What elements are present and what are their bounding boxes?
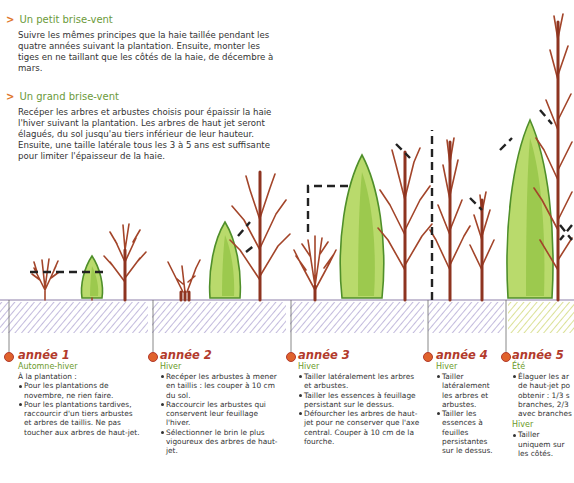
text-column: année 1Automne-hiverÀ la plantation :Pou… [18,349,140,437]
conifer-shade [90,138,544,296]
bullet-text: Pour les plantations de novembre, ne rie… [18,381,140,400]
bullet-dot [513,434,516,437]
timeline-dot [5,353,511,362]
season-label: Automne-hiver [18,362,140,372]
bullet-text: Pour les plantations tardives, raccourci… [18,400,140,437]
season-label: Hiver [160,362,278,372]
bullet-text: Raccourcir les arbustes qui conservent l… [160,400,278,428]
year-title: année 4 [436,349,500,362]
heading-text: Un petit brise-vent [19,14,112,25]
year-title: année 2 [160,349,278,362]
bullet-text: Tailler les essences à feuillage persist… [298,391,420,410]
year-title: année 1 [18,349,140,362]
bullet-dot [299,394,302,397]
bullet-dot [299,375,302,378]
bullet-dot [437,412,440,415]
bullet-text: Défourcher les arbres de haut-jet pour n… [298,409,420,446]
bullet-dot [513,375,516,378]
season-label: Hiver [298,362,420,372]
text-column: année 5ÉtéÉlaguer les ar de haut-jet po … [512,349,572,458]
bullet-dot [19,385,22,388]
season-label: Hiver [436,362,500,372]
section-heading: > Un petit brise-vent [6,8,280,27]
bullet-text: Sélectionner le brin le plus vigoureux d… [160,428,278,456]
bullet-text: Tailler latéralement les arbres et arbus… [298,372,420,391]
bullet-text: Élaguer les ar de haut-jet po obtenir : … [512,372,572,418]
bullet-text: Tailler uniquem sur les côtés. [512,430,572,458]
bullet-text: Recéper les arbustes à mener en taillis … [160,372,278,400]
bullet-text: Tailler latéralement les arbres et arbus… [436,372,500,409]
section-heading: > Un grand brise-vent [6,85,280,104]
year-title: année 5 [512,349,572,362]
heading-text: Un grand brise-vent [19,91,119,102]
note-text: À la plantation : [18,372,140,381]
season-label: Été [512,362,572,372]
heading-chevron: > [6,91,14,102]
bullet-dot [161,403,164,406]
body-paragraph: Recéper les arbres et arbustes choisis p… [18,107,280,162]
timeline-marker [9,300,506,352]
season-label: Hiver [512,420,572,430]
text-column: >Un petit brise-ventSuivre les mêmes pri… [18,8,280,173]
tree-trunk [125,22,558,300]
bullet-dot [161,431,164,434]
text-column: année 4HiverTailler latéralement les arb… [436,349,500,456]
year-title: année 3 [298,349,420,362]
ground-band [0,300,574,333]
text-column: année 3HiverTailler latéralement les arb… [298,349,420,446]
bullet-dot [299,412,302,415]
text-column: année 2HiverRecéper les arbustes à mener… [160,349,278,456]
bullet-dot [19,403,22,406]
bullet-dot [161,375,164,378]
body-paragraph: Suivre les mêmes principes que la haie t… [18,30,280,74]
bullet-dot [437,375,440,378]
bullet-text: Tailler les essences à feuilles persista… [436,409,500,455]
heading-chevron: > [6,14,14,25]
